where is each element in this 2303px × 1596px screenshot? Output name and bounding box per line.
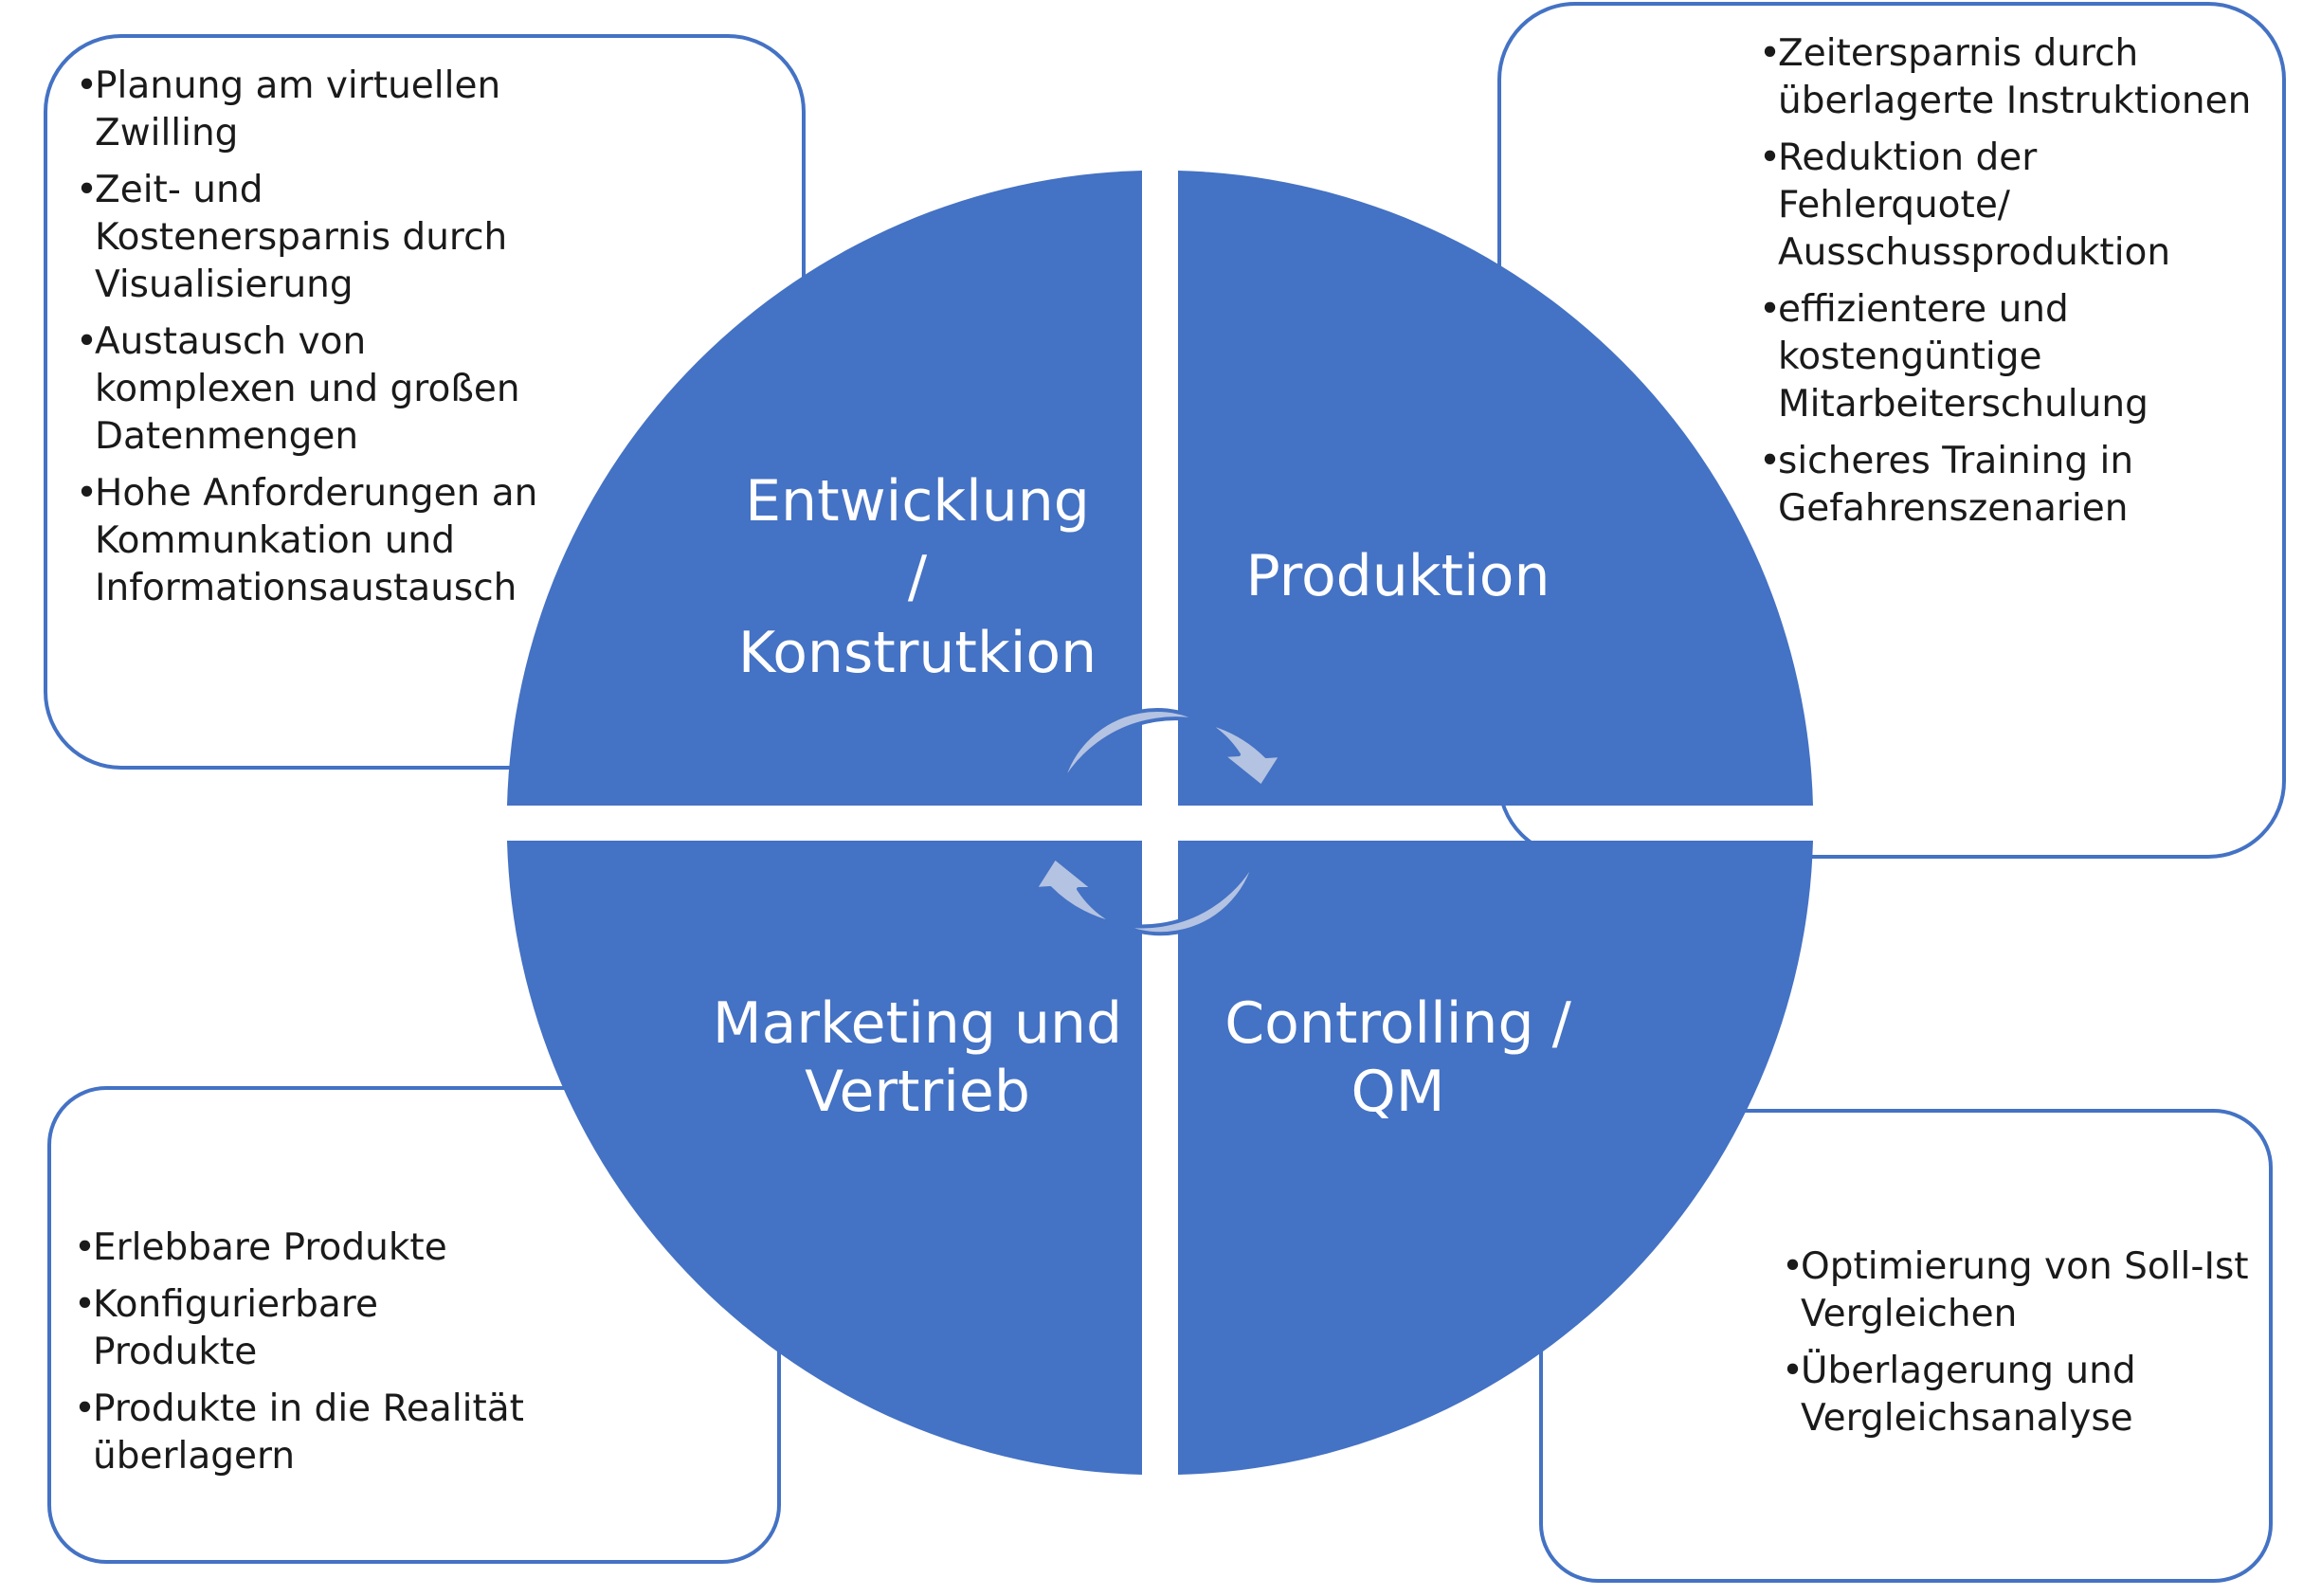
- segment-label-line: Produktion: [1245, 543, 1550, 609]
- list-item-line: Hohe Anforderungen an: [95, 472, 538, 515]
- list-item-line: Zwilling: [95, 112, 239, 154]
- list-item-line: kostengüntige: [1778, 336, 2042, 378]
- box-bottom-left-list: Erlebbare Produkte Konfigurierbare Produ…: [74, 1224, 588, 1490]
- list-item-line: effizientere und: [1778, 288, 2069, 331]
- list-item: Zeit- und Kostenersparnis durch Visualis…: [76, 167, 608, 309]
- box-bottom-right-list: Optimierung von Soll-Ist Vergleichen Übe…: [1782, 1243, 2258, 1452]
- list-item-line: Produkte: [93, 1331, 258, 1373]
- list-item: Überlagerung und Vergleichsanalyse: [1782, 1348, 2258, 1442]
- list-item-line: Zeitersparnis durch: [1778, 32, 2139, 75]
- list-item-line: Gefahrenszenarien: [1778, 487, 2129, 530]
- segment-top-right: [1178, 171, 1813, 806]
- list-item: Zeitersparnis durch überlagerte Instrukt…: [1759, 30, 2273, 125]
- list-item-line: Visualisierung: [95, 263, 354, 306]
- segment-bottom-right: [1178, 841, 1813, 1475]
- segment-bottom-left: [507, 841, 1142, 1475]
- box-top-left-list: Planung am virtuellen Zwilling Zeit- und…: [76, 63, 608, 622]
- segment-label-bottom-right: Controlling / QM: [1185, 989, 1611, 1126]
- list-item: Optimierung von Soll-Ist Vergleichen: [1782, 1243, 2258, 1338]
- list-item: Erlebbare Produkte: [74, 1224, 588, 1272]
- list-item: Planung am virtuellen Zwilling: [76, 63, 608, 157]
- list-item-line: Zeit- und: [95, 169, 263, 211]
- list-item-line: Konfigurierbare: [93, 1283, 378, 1326]
- segment-label-line: Controlling /: [1224, 990, 1571, 1057]
- list-item-line: Austausch von: [95, 320, 367, 363]
- segment-label-top-right: Produktion: [1185, 538, 1611, 614]
- segment-label-line: Konstrutkion: [737, 620, 1097, 686]
- segment-label-top-left: Entwicklung / Konstrutkion: [697, 463, 1138, 691]
- list-item-line: Erlebbare Produkte: [93, 1226, 447, 1269]
- segment-label-bottom-left: Marketing und Vertrieb: [697, 989, 1138, 1126]
- list-item-line: überlagern: [93, 1435, 296, 1478]
- list-item-line: Optimierung von Soll-Ist: [1801, 1245, 2249, 1288]
- list-item-line: Informationsaustausch: [95, 567, 517, 609]
- list-item-line: Fehlerquote/: [1778, 184, 2010, 227]
- segment-label-line: /: [907, 544, 928, 610]
- list-item-line: Reduktion der: [1778, 136, 2038, 179]
- list-item-line: Kostenersparnis durch: [95, 216, 508, 259]
- list-item-line: Vergleichen: [1801, 1293, 2018, 1335]
- list-item: Reduktion der Fehlerquote/ Ausschussprod…: [1759, 135, 2273, 277]
- list-item-line: Planung am virtuellen: [95, 64, 501, 107]
- list-item-line: Ausschussproduktion: [1778, 231, 2171, 274]
- list-item: Hohe Anforderungen an Kommunkation und I…: [76, 470, 608, 612]
- list-item: Produkte in die Realität überlagern: [74, 1386, 588, 1480]
- list-item: Konfigurierbare Produkte: [74, 1281, 588, 1376]
- list-item: effizientere und kostengüntige Mitarbeit…: [1759, 286, 2273, 428]
- cycle-arrow-bottom-icon: [1033, 856, 1258, 936]
- segment-label-line: Marketing und: [712, 990, 1123, 1057]
- segment-label-line: Entwicklung: [745, 468, 1090, 535]
- cycle-arrow-top-icon: [1060, 708, 1283, 789]
- list-item-line: sicheres Training in: [1778, 440, 2134, 482]
- list-item-line: Produkte in die Realität: [93, 1387, 524, 1430]
- list-item-line: überlagerte Instruktionen: [1778, 80, 2252, 122]
- segment-top-left: [507, 171, 1142, 806]
- list-item-line: komplexen und großen: [95, 368, 520, 410]
- list-item: Austausch von komplexen und großen Daten…: [76, 318, 608, 461]
- list-item-line: Vergleichsanalyse: [1801, 1397, 2133, 1440]
- list-item-line: Überlagerung und: [1801, 1350, 2136, 1392]
- list-item-line: Kommunkation und: [95, 519, 456, 562]
- segment-label-line: Vertrieb: [805, 1059, 1030, 1125]
- box-top-right-list: Zeitersparnis durch überlagerte Instrukt…: [1759, 30, 2273, 542]
- list-item-line: Datenmengen: [95, 415, 359, 458]
- list-item: sicheres Training in Gefahrenszenarien: [1759, 438, 2273, 533]
- list-item-line: Mitarbeiterschulung: [1778, 383, 2149, 426]
- segment-label-line: QM: [1351, 1059, 1445, 1125]
